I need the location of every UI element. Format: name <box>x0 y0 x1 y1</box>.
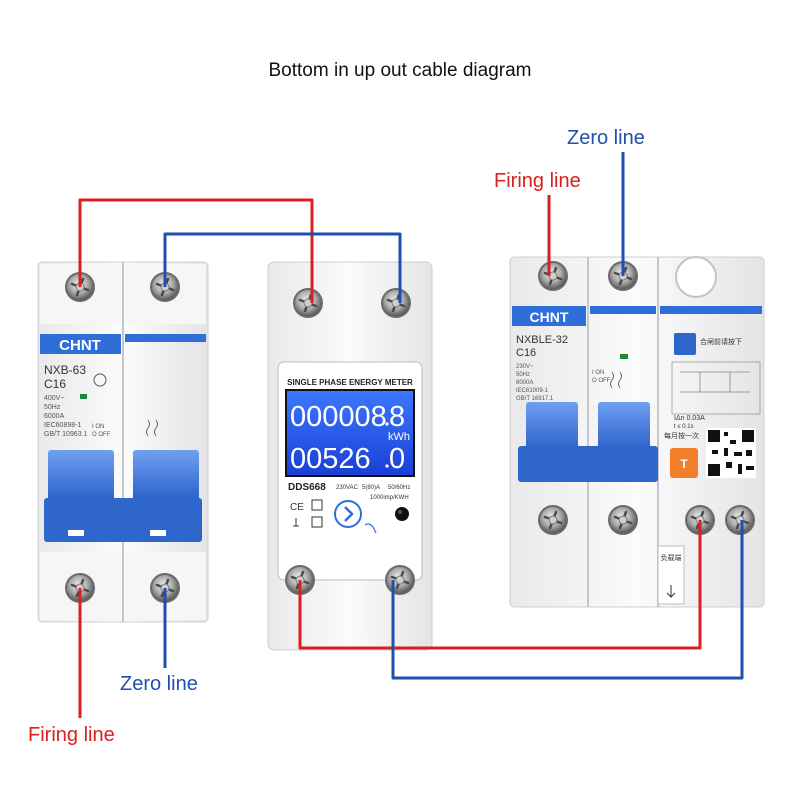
class-symbol-icon <box>311 516 323 528</box>
load-side-label: 负载端 <box>661 553 682 562</box>
spec-breaking-capacity: 6000A <box>44 413 65 420</box>
spec-breaking-capacity: 6000A <box>516 380 533 386</box>
lcd-reading-top-decimal: 8 <box>389 401 405 433</box>
next-page-button[interactable] <box>334 500 362 528</box>
meter-current: 5(80)A <box>362 485 380 491</box>
lcd-reading-bottom-decimal: 0 <box>389 443 405 475</box>
firing-wire-top <box>78 198 314 303</box>
screw-icon <box>723 503 757 537</box>
screw-icon <box>379 286 413 320</box>
breaker-rating: C16 <box>516 347 536 359</box>
spec-standard: IEC61009-1 <box>516 388 549 394</box>
breaker-handle-left[interactable] <box>526 402 578 452</box>
reset-instruction: 合闸前请按下 <box>700 337 742 346</box>
screw-icon <box>606 503 640 537</box>
ccc-mark-icon <box>93 373 107 387</box>
brand-logo: CHNT <box>530 309 569 325</box>
zero-wire-bottom <box>391 520 744 680</box>
spec-frequency: 50Hz <box>44 404 61 411</box>
meter-voltage: 230VAC <box>336 485 359 491</box>
zero-wire-top <box>163 232 402 303</box>
breaker-model: NXBLE-32 <box>516 334 568 346</box>
on-label: I ON <box>592 370 604 376</box>
lcd-display <box>285 389 415 477</box>
arrow-down-icon <box>666 585 676 598</box>
test-button[interactable] <box>670 448 698 478</box>
energy-meter: SINGLE PHASE ENERGY METER 000008 8 kWh 0… <box>267 261 433 651</box>
spec-gb-standard: GB/T 16917.1 <box>516 396 554 402</box>
off-label: O OFF <box>592 378 611 384</box>
reset-button[interactable] <box>674 333 696 355</box>
handle-tie-bar[interactable] <box>518 446 658 482</box>
screw-icon <box>291 286 325 320</box>
ce-mark: CE <box>290 502 304 513</box>
lcd-unit: kWh <box>388 431 410 443</box>
circuit-schematic-icon <box>671 361 761 415</box>
meter-model: DDS668 <box>288 482 326 493</box>
double-insulation-icon <box>311 499 323 511</box>
breaker-rating: C16 <box>44 377 66 391</box>
breaker-handle-right[interactable] <box>133 450 199 502</box>
trip-time: t ≤ 0.1s <box>674 424 694 430</box>
spec-gb-standard: GB/T 10963.1 <box>44 431 88 438</box>
off-label: O OFF <box>92 432 111 438</box>
firing-line-label-top: Firing line <box>494 170 581 192</box>
coil-symbol-icon <box>610 371 622 389</box>
screw-icon <box>536 259 570 293</box>
status-indicator <box>80 394 87 399</box>
page-title: Bottom in up out cable diagram <box>268 60 532 81</box>
brand-logo: CHNT <box>59 337 101 354</box>
grounding-icon <box>293 518 299 527</box>
spec-voltage: 230V~ <box>516 364 534 370</box>
zero-line-label-top: Zero line <box>567 127 645 149</box>
screw-icon <box>383 563 417 597</box>
spec-frequency: 50Hz <box>516 372 530 378</box>
zero-line-label-bottom: Zero line <box>120 673 198 695</box>
firing-line-label-bottom: Firing line <box>28 724 115 746</box>
spec-voltage: 400V~ <box>44 395 64 402</box>
firing-wire-bottom <box>298 520 702 650</box>
wires <box>78 152 744 718</box>
breaker-model: NXB-63 <box>44 363 86 377</box>
qr-code-icon <box>706 428 756 478</box>
leakage-current: IΔn 0.03A <box>674 415 705 422</box>
left-breaker: CHNT NXB-63 C16 400V~ 50Hz 6000A IEC6089… <box>37 261 209 623</box>
lcd-reading-top: 000008 <box>290 401 387 433</box>
status-indicator <box>620 354 628 359</box>
spec-standard: IEC60898-1 <box>44 422 81 429</box>
breaker-handle-right[interactable] <box>598 402 650 452</box>
hanging-hole-icon <box>675 256 717 298</box>
meter-header: SINGLE PHASE ENERGY METER <box>287 378 413 387</box>
screw-icon <box>536 503 570 537</box>
meter-impulse: 1000imp/KWH <box>370 495 409 501</box>
touch-hand-icon <box>364 523 377 534</box>
lcd-reading-bottom: 00526 <box>290 443 371 475</box>
coil-symbol-icon <box>146 419 158 437</box>
pulse-led-icon <box>395 507 409 521</box>
test-instruction: 每月按一次 <box>664 431 699 440</box>
handle-tie-bar[interactable] <box>44 498 202 542</box>
chevron-right-icon <box>344 506 354 522</box>
meter-frequency: 50/60Hz <box>388 485 410 491</box>
test-button-label: T <box>680 457 688 471</box>
breaker-handle-left[interactable] <box>48 450 114 502</box>
on-label: I ON <box>92 424 104 430</box>
right-breaker-rcbo: CHNT NXBLE-32 C16 230V~ 50Hz 6000A IEC61… <box>509 256 765 608</box>
